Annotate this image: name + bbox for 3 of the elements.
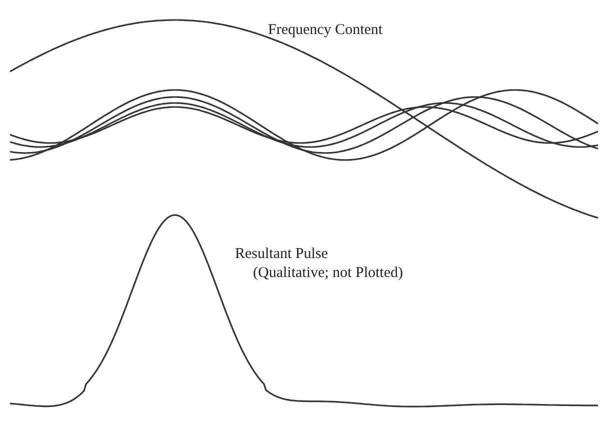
chart-title: Resultant Pulse xyxy=(235,246,328,263)
chart-title: Frequency Content xyxy=(268,22,383,39)
subtitle: (Qualitative; not Plotted) xyxy=(253,265,403,282)
